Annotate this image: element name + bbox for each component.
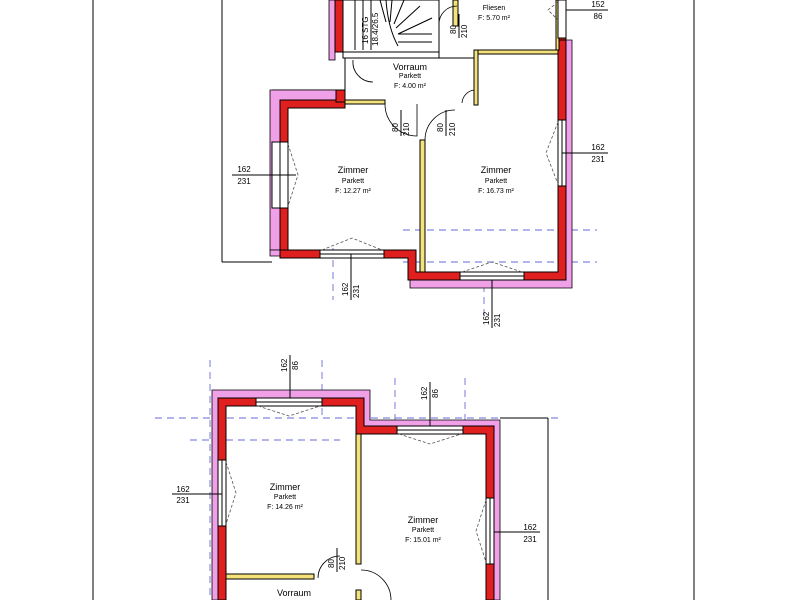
window-dimension: 152 86 bbox=[566, 0, 608, 21]
svg-text:162: 162 bbox=[591, 143, 605, 152]
partition-wall bbox=[344, 99, 386, 105]
partition-wall bbox=[225, 573, 315, 580]
window-dimension: 162 231 bbox=[494, 523, 540, 544]
door-dimension: 80 210 bbox=[327, 548, 347, 572]
partition-wall bbox=[473, 49, 479, 106]
svg-text:231: 231 bbox=[237, 177, 251, 186]
window-dimension: 162 86 bbox=[280, 355, 300, 398]
top-floor-plan: 16 STG 18.4/26.5 bbox=[221, 0, 608, 328]
partition-wall bbox=[355, 589, 362, 600]
window bbox=[255, 397, 323, 417]
staircase: 16 STG 18.4/26.5 bbox=[342, 0, 440, 59]
svg-text:231: 231 bbox=[176, 496, 190, 505]
svg-text:80: 80 bbox=[327, 559, 336, 568]
room-area: F: 15.01 m² bbox=[405, 537, 441, 544]
svg-text:210: 210 bbox=[338, 556, 347, 570]
window bbox=[319, 237, 385, 259]
svg-text:86: 86 bbox=[431, 389, 440, 398]
svg-text:86: 86 bbox=[594, 12, 603, 21]
window-dimension: 162 231 bbox=[482, 280, 502, 328]
svg-text:152: 152 bbox=[591, 0, 605, 9]
room-name: Vorraum bbox=[277, 588, 311, 598]
svg-text:162: 162 bbox=[280, 358, 289, 372]
svg-text:231: 231 bbox=[523, 535, 537, 544]
stair-step-count: 16 STG bbox=[361, 16, 370, 44]
room-floor: Parkett bbox=[399, 73, 421, 80]
door-dimension: 80 210 bbox=[449, 14, 469, 38]
room-area: F: 5.70 m² bbox=[478, 15, 511, 22]
room-name: Zimmer bbox=[270, 482, 301, 492]
window bbox=[217, 459, 237, 527]
stair-step-size: 18.4/26.5 bbox=[371, 12, 380, 46]
room-name: Vorraum bbox=[393, 62, 427, 72]
window bbox=[396, 425, 464, 445]
svg-text:162: 162 bbox=[523, 523, 537, 532]
window-dimension: 162 231 bbox=[341, 254, 361, 300]
partition-wall bbox=[419, 139, 426, 273]
window-dimension: 162 86 bbox=[420, 382, 440, 426]
svg-text:162: 162 bbox=[237, 165, 251, 174]
room-floor: Parkett bbox=[342, 178, 364, 185]
room-label-bath: Fliesen F: 5.70 m² bbox=[478, 5, 511, 22]
svg-text:162: 162 bbox=[341, 282, 350, 296]
room-area: F: 16.73 m² bbox=[478, 188, 514, 195]
door-swing bbox=[360, 569, 392, 600]
window bbox=[475, 497, 495, 565]
window bbox=[547, 0, 567, 39]
window-dimension: 162 231 bbox=[562, 143, 608, 164]
svg-text:210: 210 bbox=[460, 24, 469, 38]
svg-text:162: 162 bbox=[482, 311, 491, 325]
svg-text:210: 210 bbox=[402, 122, 411, 136]
door-swing bbox=[384, 103, 418, 137]
svg-text:210: 210 bbox=[448, 122, 457, 136]
svg-text:231: 231 bbox=[493, 313, 502, 327]
partition-wall bbox=[477, 49, 559, 55]
room-floor: Parkett bbox=[485, 178, 507, 185]
svg-text:231: 231 bbox=[591, 155, 605, 164]
door-dimension: 80 210 bbox=[391, 110, 411, 136]
svg-text:162: 162 bbox=[420, 386, 429, 400]
exterior-wall bbox=[217, 397, 495, 600]
stair-wall bbox=[334, 0, 344, 53]
room-floor: Parkett bbox=[412, 527, 434, 534]
window-dimension: 162 231 bbox=[172, 485, 222, 505]
room-label-zimmer-3: Zimmer Parkett F: 14.26 m² bbox=[267, 482, 303, 511]
room-name: Zimmer bbox=[481, 165, 512, 175]
partition-wall bbox=[452, 0, 459, 27]
room-label-vorraum-2: Vorraum bbox=[277, 588, 311, 598]
room-area: F: 14.26 m² bbox=[267, 504, 303, 511]
room-area: F: 12.27 m² bbox=[335, 188, 371, 195]
room-label-zimmer-4: Zimmer Parkett F: 15.01 m² bbox=[405, 515, 441, 544]
window bbox=[459, 261, 525, 281]
room-label-vorraum: Vorraum Parkett F: 4.00 m² bbox=[393, 62, 427, 90]
door-dimension: 80 210 bbox=[436, 110, 457, 136]
svg-text:80: 80 bbox=[391, 123, 400, 132]
room-name: Zimmer bbox=[338, 165, 369, 175]
svg-text:162: 162 bbox=[176, 485, 190, 494]
partition-wall bbox=[355, 433, 362, 565]
door-swing bbox=[424, 109, 456, 141]
bottom-floor-plan: Zimmer Parkett F: 14.26 m² Zimmer Parket… bbox=[155, 355, 560, 600]
door-swing bbox=[461, 89, 475, 104]
window-dimension: 162 231 bbox=[232, 165, 296, 186]
room-floor: Fliesen bbox=[483, 5, 506, 12]
svg-text:80: 80 bbox=[436, 123, 445, 132]
room-area: F: 4.00 m² bbox=[394, 83, 427, 90]
room-label-zimmer-2: Zimmer Parkett F: 16.73 m² bbox=[478, 165, 514, 195]
room-label-zimmer-1: Zimmer Parkett F: 12.27 m² bbox=[335, 165, 371, 195]
room-name: Zimmer bbox=[408, 515, 439, 525]
room-floor: Parkett bbox=[274, 494, 296, 501]
door-swing bbox=[438, 5, 458, 25]
svg-text:86: 86 bbox=[291, 361, 300, 370]
svg-text:231: 231 bbox=[352, 284, 361, 298]
svg-text:80: 80 bbox=[449, 25, 458, 34]
